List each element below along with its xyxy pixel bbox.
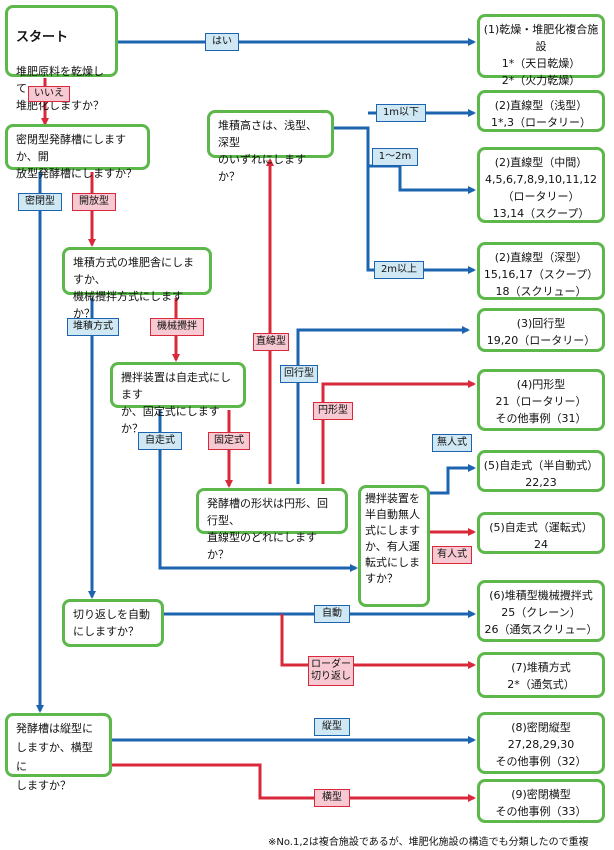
label-circulating: 回行型 <box>280 365 318 383</box>
result-8: (8)密閉縦型 27,28,29,30 その他事例（32） <box>477 712 605 774</box>
label-closed: 密閉型 <box>18 193 62 211</box>
label-self-propelled: 自走式 <box>138 432 182 450</box>
label-height-1m: 1m以下 <box>376 104 426 122</box>
label-loader: ローダー 切り返し <box>308 656 354 686</box>
label-height-2m: 2m以上 <box>374 261 424 279</box>
question-closed-open: 密閉型発酵槽にしますか、開 放型発酵槽にしますか？ <box>5 124 150 180</box>
question-stack-mechanical: 堆積方式の堆肥舎にしますか、 機械攪拌方式にしますか？ <box>62 247 212 320</box>
label-unmanned: 無人式 <box>432 434 472 452</box>
result-5-unmanned: (5)自走式（半自動式） 22,23 <box>477 450 605 492</box>
label-open: 開放型 <box>72 193 116 211</box>
label-mechanical: 機械攪拌 <box>150 318 204 336</box>
arrow-loader <box>280 614 476 669</box>
result-2-middle: (2)直線型（中間） 4,5,6,7,8,9,10,11,12 （ロータリー） … <box>477 147 605 223</box>
label-no: いいえ <box>28 86 70 102</box>
arrow-circulating <box>296 326 470 484</box>
arrow-horizontal <box>112 763 476 802</box>
label-auto: 自動 <box>314 605 350 623</box>
label-horizontal: 横型 <box>314 789 350 807</box>
result-7: (7)堆積方式 2*（通気式） <box>477 652 605 698</box>
label-height-1-2m: 1〜2m <box>372 148 418 166</box>
arrow-circular <box>321 380 476 484</box>
question-agitator: 攪拌装置は自走式にします か、固定式にしますか？ <box>110 362 246 435</box>
arrow-unmanned <box>430 464 476 495</box>
start-question: 堆肥原料を乾燥して 堆肥化しますか？ <box>16 65 104 112</box>
label-yes: はい <box>205 33 239 51</box>
label-stacking: 堆積方式 <box>67 318 119 336</box>
start-box: スタート 堆肥原料を乾燥して 堆肥化しますか？ <box>5 5 118 112</box>
question-turnover: 切り返しを自動 にしますか？ <box>62 599 164 647</box>
result-9: (9)密閉横型 その他事例（33） <box>477 779 605 823</box>
question-vertical: 発酵槽は縦型に しますか、横型に しますか？ <box>5 713 112 792</box>
result-3: (3)回行型 19,20（ロータリー） <box>477 308 605 352</box>
arrow-h2 <box>368 164 476 194</box>
result-5-manned: (5)自走式（運転式） 24 <box>477 512 605 554</box>
result-1: (1)乾燥・堆肥化複合施設 1*（天日乾燥） 2*（火力乾燥） <box>477 14 605 87</box>
label-fixed: 固定式 <box>208 432 250 450</box>
label-linear: 直線型 <box>253 333 289 351</box>
start-title: スタート <box>16 30 69 45</box>
arrow-self <box>158 410 358 572</box>
label-vertical: 縦型 <box>314 718 350 736</box>
label-circular: 円形型 <box>313 402 353 420</box>
result-2-shallow: (2)直線型（浅型） 1*,3（ロータリー） <box>477 90 605 132</box>
question-shape: 発酵槽の形状は円形、回行型、 直線型のどれにしますか？ <box>196 488 348 561</box>
result-4: (4)円形型 21（ロータリー） その他事例（31） <box>477 369 605 431</box>
label-manned: 有人式 <box>432 546 472 564</box>
result-6: (6)堆積型機械攪拌式 25（クレーン） 26（通気スクリュー） <box>477 580 605 642</box>
question-height: 堆積高さは、浅型、深型 のいずれにしますか？ <box>207 110 334 183</box>
question-semi-auto: 攪拌装置を 半自動無人 式にします か、有人運 転式にしま すか？ <box>358 485 430 607</box>
footnote: ※No.1,2は複合施設であるが、堆肥化施設の構造でも分類したので重複 <box>268 837 589 848</box>
result-2-deep: (2)直線型（深型） 15,16,17（スクープ） 18（スクリュー） <box>477 242 605 300</box>
